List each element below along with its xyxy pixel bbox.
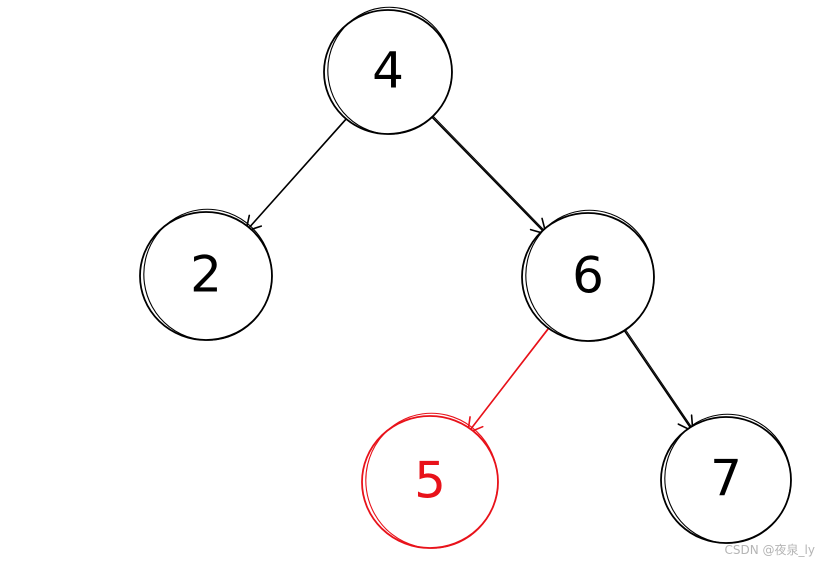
node-2: 2: [139, 208, 273, 341]
node-label: 6: [572, 247, 604, 305]
node-4: 4: [323, 6, 453, 135]
node-7: 7: [660, 413, 792, 544]
edge-n6-n7: [622, 326, 695, 433]
node-label: 5: [414, 452, 446, 510]
node-label: 7: [710, 450, 742, 508]
edge-n4-n2: [245, 115, 350, 233]
edge-n6-n5: [467, 324, 552, 434]
node-6: 6: [521, 209, 655, 342]
node-5: 5: [361, 412, 499, 549]
edge-n4-n6: [429, 113, 548, 235]
watermark: CSDN @夜泉_ly: [724, 543, 815, 557]
node-label: 4: [372, 42, 404, 100]
node-label: 2: [190, 246, 222, 304]
